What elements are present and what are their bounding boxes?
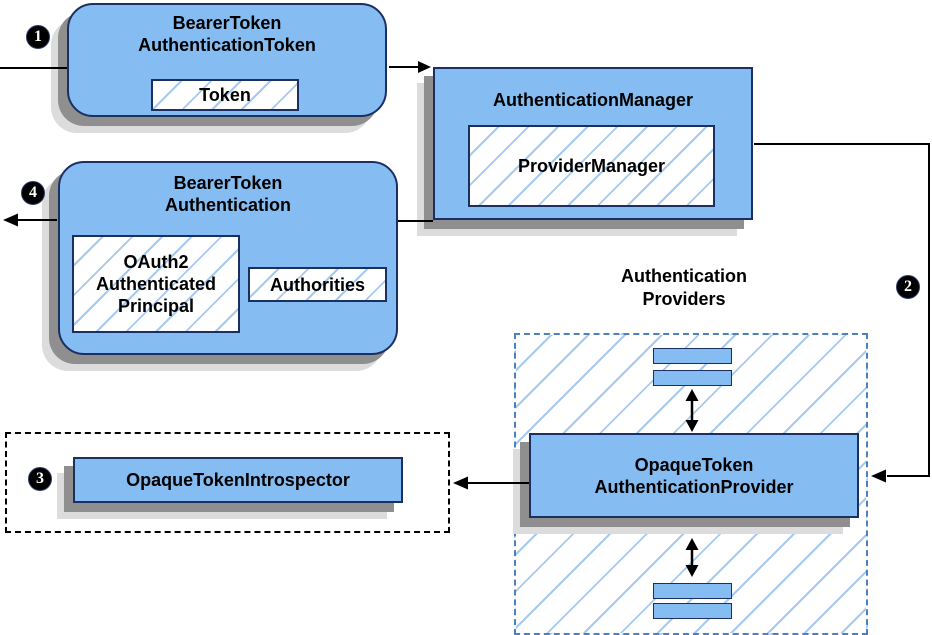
authentication-manager-title: AuthenticationManager <box>492 90 693 110</box>
opaque-token-authentication-provider-title-line1: OpaqueToken <box>634 454 754 475</box>
authorities-box: Authorities <box>248 267 387 302</box>
step-1-number: 1 <box>34 28 42 45</box>
bearer-token-authentication-token-title: BearerToken AuthenticationToken <box>69 5 385 56</box>
provider-placeholder-bar <box>653 583 732 599</box>
oauth2-authenticated-principal-line1: OAuth2 <box>123 252 189 272</box>
authorities-label: Authorities <box>269 274 365 295</box>
authentication-providers-label-line2: Providers <box>642 289 726 309</box>
provider-placeholder-bar <box>653 603 732 619</box>
node-opaque-token-introspector: OpaqueTokenIntrospector <box>73 457 403 503</box>
node-authentication-manager: AuthenticationManager ProviderManager <box>433 67 753 220</box>
bearer-token-authentication-title-line1: BearerToken <box>173 173 283 193</box>
oauth2-authenticated-principal-box: OAuth2 Authenticated Principal <box>72 235 240 333</box>
token-box: Token <box>151 79 299 111</box>
provider-placeholder-bar <box>653 348 732 364</box>
provider-placeholder-bar <box>653 370 732 386</box>
node-bearer-token-authentication: BearerToken Authentication OAuth2 Authen… <box>58 161 398 355</box>
opaque-token-introspector-title: OpaqueTokenIntrospector <box>126 470 350 490</box>
authentication-out-arrow <box>3 213 57 227</box>
step-2-number: 2 <box>904 278 912 295</box>
node-bearer-token-authentication-token: BearerToken AuthenticationToken Token <box>67 3 387 117</box>
authentication-providers-label-line1: Authentication <box>621 266 747 286</box>
step-4-badge: 4 <box>21 181 45 205</box>
bearer-token-authentication-token-title-line2: AuthenticationToken <box>138 35 316 55</box>
step-3-number: 3 <box>36 470 44 487</box>
token-label: Token <box>199 85 251 105</box>
opaque-token-authentication-provider-title-line2: AuthenticationProvider <box>594 476 794 497</box>
introspector-dashed-container: OpaqueTokenIntrospector <box>5 432 450 533</box>
step-4-number: 4 <box>29 184 37 201</box>
bearer-token-authentication-token-title-line1: BearerToken <box>172 13 282 33</box>
oauth2-authenticated-principal-line2: Authenticated <box>95 274 216 294</box>
token-to-manager-arrow <box>389 61 431 73</box>
step-1-badge: 1 <box>26 25 50 49</box>
bearer-token-authentication-title: BearerToken Authentication <box>60 163 396 216</box>
node-opaque-token-authentication-provider: OpaqueToken AuthenticationProvider <box>529 433 859 518</box>
provider-manager-box: ProviderManager <box>468 125 715 207</box>
oauth2-authenticated-principal-line3: Principal <box>117 296 195 316</box>
provider-manager-label: ProviderManager <box>517 156 666 176</box>
step-2-badge: 2 <box>896 275 920 299</box>
step-3-badge: 3 <box>28 467 52 491</box>
authentication-providers-label: Authentication Providers <box>584 265 784 311</box>
bearer-token-authentication-title-line2: Authentication <box>165 195 291 215</box>
authentication-providers-container: OpaqueToken AuthenticationProvider <box>514 333 868 635</box>
